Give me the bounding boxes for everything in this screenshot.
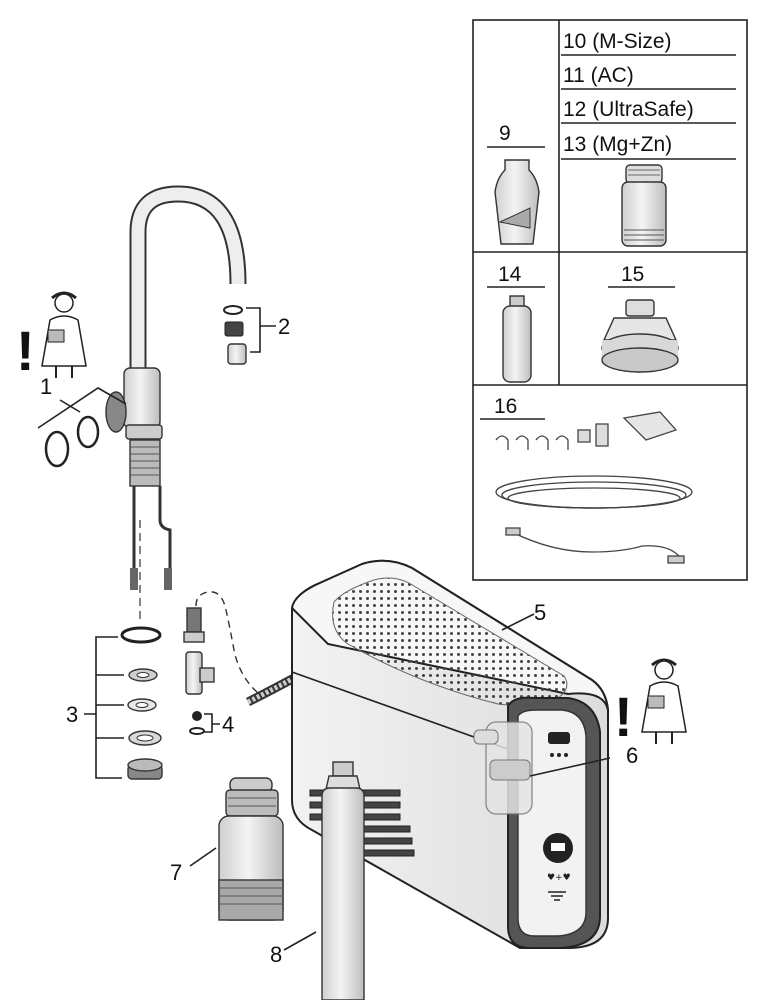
valve-15 bbox=[601, 299, 679, 373]
table-label-10: 10 (M-Size) bbox=[563, 30, 672, 53]
callout-2: 2 bbox=[278, 314, 290, 339]
accessory-kit-16 bbox=[495, 411, 693, 564]
spare-parts-table: 9 10 (M-Size) 11 (AC) 12 (UltraSafe) 13 … bbox=[472, 19, 748, 581]
callout-3: 3 bbox=[66, 702, 78, 727]
table-label-11: 11 (AC) bbox=[563, 64, 634, 87]
installer-figure-icon bbox=[641, 658, 687, 744]
table-label-9: 9 bbox=[499, 122, 511, 145]
faucet bbox=[105, 185, 247, 620]
connector-block-6 bbox=[473, 721, 611, 815]
filter-cartridge-7 bbox=[189, 777, 284, 921]
callout-8: 8 bbox=[270, 942, 282, 967]
callout-7: 7 bbox=[170, 860, 182, 885]
bottle-9 bbox=[494, 159, 540, 245]
tee-fitting-4 bbox=[183, 591, 297, 735]
o-ring-large bbox=[44, 430, 70, 468]
callout-1-leader bbox=[37, 387, 127, 429]
table-label-15: 15 bbox=[621, 263, 644, 286]
callout-4: 4 bbox=[222, 712, 234, 737]
chiller-unit-5: ♥+♥ bbox=[290, 559, 609, 949]
table-label-16: 16 bbox=[494, 395, 517, 418]
table-label-14: 14 bbox=[498, 263, 522, 286]
table-label-12: 12 (UltraSafe) bbox=[563, 98, 694, 121]
callout-6: 6 bbox=[626, 743, 638, 768]
callout-1: 1 bbox=[40, 374, 52, 399]
svg-text:♥+♥: ♥+♥ bbox=[547, 873, 571, 883]
co2-bottle-14 bbox=[502, 295, 532, 383]
table-label-13: 13 (Mg+Zn) bbox=[563, 133, 672, 156]
co2-bottle-8 bbox=[283, 761, 365, 1000]
callout-5: 5 bbox=[534, 600, 546, 625]
aerator-2 bbox=[223, 305, 276, 365]
warning-exclamation-icon: ! bbox=[614, 685, 633, 748]
filter-cartridge-10-13 bbox=[621, 164, 667, 247]
o-ring-small bbox=[76, 415, 100, 449]
installer-figure-icon bbox=[41, 291, 87, 378]
warning-exclamation-icon: ! bbox=[16, 319, 35, 382]
mounting-seals-3 bbox=[84, 626, 163, 780]
